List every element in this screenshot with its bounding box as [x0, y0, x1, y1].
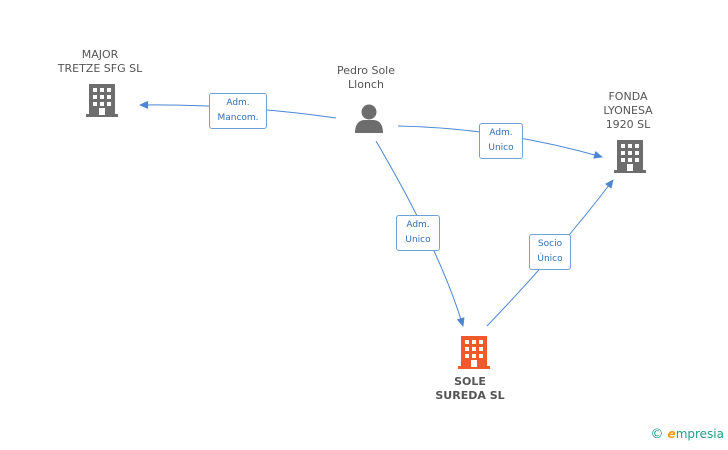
edge-label-adm-unico-fonda: Adm. Unico	[479, 123, 523, 159]
brand-initial: e	[667, 427, 676, 441]
empresia-watermark: ©empresia	[651, 427, 724, 442]
building-main-icon[interactable]	[458, 336, 490, 369]
brand-name: mpresia	[675, 427, 724, 441]
building-icon[interactable]	[86, 84, 118, 117]
person-icon[interactable]	[355, 104, 383, 134]
edge-label-socio-unico: Socio Único	[529, 234, 571, 270]
node-label-sole-sureda[interactable]: SOLE SUREDA SL	[435, 375, 505, 402]
node-label-pedro-sole[interactable]: Pedro Sole Llonch	[336, 64, 396, 91]
edge-label-adm-mancom: Adm. Mancom.	[209, 93, 267, 129]
node-label-fonda-lyonesa[interactable]: FONDA LYONESA 1920 SL	[603, 90, 653, 131]
building-icon[interactable]	[614, 140, 646, 173]
edge-label-adm-unico-sole: Adm. Unico	[396, 215, 440, 251]
copyright-symbol: ©	[650, 427, 664, 442]
node-label-major-tretze[interactable]: MAJOR TRETZE SFG SL	[57, 48, 143, 75]
